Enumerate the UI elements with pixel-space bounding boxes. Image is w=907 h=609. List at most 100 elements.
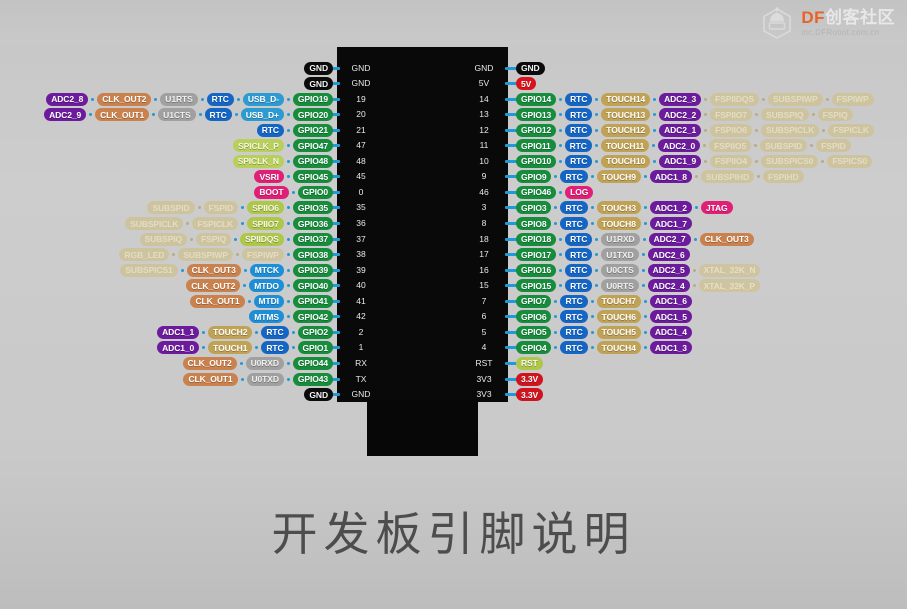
pin-function-pill[interactable]: FSPIIDQS (710, 92, 759, 106)
pin-function-pill[interactable]: MTCK (249, 263, 284, 277)
pin-function-pill[interactable]: U0CTS (601, 263, 639, 277)
pin-function-pill[interactable]: GPIO1 (297, 341, 333, 355)
pin-function-pill[interactable]: JTAG (700, 201, 733, 215)
pin-function-pill[interactable]: TOUCH2 (208, 325, 253, 339)
pin-function-pill[interactable]: GPIO45 (292, 170, 333, 184)
pin-function-pill[interactable]: FSPIIO4 (710, 154, 753, 168)
pin-function-pill[interactable]: TOUCH14 (601, 92, 651, 106)
pin-function-pill[interactable]: ADC2_3 (659, 92, 702, 106)
pin-function-pill[interactable]: GPIO35 (292, 201, 333, 215)
pin-function-pill[interactable]: RTC (256, 123, 284, 137)
pin-function-pill[interactable]: U0TXD (246, 372, 284, 386)
pin-function-pill[interactable]: RTC (206, 92, 234, 106)
pin-function-pill[interactable]: FSPID (816, 139, 851, 153)
pin-function-pill[interactable]: GPIO5 (516, 325, 552, 339)
pin-function-pill[interactable]: GPIO14 (516, 92, 557, 106)
pin-function-pill[interactable]: GPIO19 (292, 92, 333, 106)
pin-function-pill[interactable]: RTC (560, 170, 588, 184)
pin-function-pill[interactable]: RTC (565, 232, 593, 246)
pin-function-pill[interactable]: BOOT (254, 185, 289, 199)
pin-function-pill[interactable]: ADC1_4 (649, 325, 692, 339)
pin-function-pill[interactable]: VSRI (254, 170, 284, 184)
pin-function-pill[interactable]: MTDI (253, 294, 284, 308)
pin-function-pill[interactable]: 3.3V (516, 372, 544, 386)
pin-function-pill[interactable]: GPIO3 (516, 201, 552, 215)
pin-function-pill[interactable]: GPIO11 (516, 139, 556, 153)
pin-function-pill[interactable]: SUBSPICLK (761, 123, 820, 137)
pin-function-pill[interactable]: GPIO15 (516, 279, 557, 293)
pin-function-pill[interactable]: U0RTS (601, 279, 639, 293)
pin-function-pill[interactable]: RTC (565, 248, 593, 262)
pin-function-pill[interactable]: ADC1_7 (649, 217, 692, 230)
pin-function-pill[interactable]: RGB_LED (119, 248, 170, 262)
pin-function-pill[interactable]: GPIO6 (516, 310, 552, 324)
pin-function-pill[interactable]: U1CTS (158, 108, 196, 122)
pin-function-pill[interactable]: FSPIIO5 (709, 139, 752, 153)
pin-function-pill[interactable]: GPIO38 (292, 248, 333, 262)
pin-function-pill[interactable]: GPIO2 (297, 325, 333, 339)
pin-function-pill[interactable]: ADC1_3 (649, 341, 692, 355)
pin-function-pill[interactable]: GPIO42 (292, 310, 333, 324)
pin-function-pill[interactable]: FSPIWP (241, 248, 284, 262)
pin-function-pill[interactable]: RTC (204, 108, 232, 122)
pin-function-pill[interactable]: TOUCH13 (601, 108, 651, 122)
pin-function-pill[interactable]: RTC (261, 341, 289, 355)
pin-function-pill[interactable]: RTC (564, 139, 592, 153)
pin-function-pill[interactable]: ADC1_6 (649, 294, 692, 308)
pin-function-pill[interactable]: SPIIDQS (240, 232, 284, 246)
pin-function-pill[interactable]: TOUCH11 (600, 139, 650, 153)
pin-function-pill[interactable]: SPIIO6 (247, 201, 284, 215)
pin-function-pill[interactable]: GPIO0 (297, 185, 333, 199)
pin-function-pill[interactable]: RST (516, 356, 543, 370)
pin-function-pill[interactable]: CLK_OUT2 (186, 279, 241, 293)
pin-function-pill[interactable]: RTC (565, 92, 593, 106)
pin-function-pill[interactable]: CLK_OUT3 (699, 232, 754, 246)
pin-function-pill[interactable]: SUBSPICS1 (120, 263, 178, 277)
pin-function-pill[interactable]: LOG (565, 185, 594, 199)
pin-function-pill[interactable]: CLK_OUT2 (182, 356, 237, 370)
pin-function-pill[interactable]: FSPICS0 (827, 154, 873, 168)
pin-function-pill[interactable]: ADC2_7 (648, 232, 691, 246)
pin-function-pill[interactable]: RTC (560, 201, 588, 215)
pin-function-pill[interactable]: ADC2_0 (658, 139, 701, 153)
pin-function-pill[interactable]: FSPIIO7 (710, 108, 753, 122)
pin-function-pill[interactable]: GPIO43 (292, 372, 333, 386)
pin-function-pill[interactable]: GPIO46 (516, 185, 557, 199)
pin-function-pill[interactable]: TOUCH5 (596, 325, 641, 339)
pin-function-pill[interactable]: GPIO13 (516, 108, 557, 122)
pin-function-pill[interactable]: CLK_OUT1 (95, 108, 150, 122)
pin-function-pill[interactable]: TOUCH4 (596, 341, 641, 355)
pin-function-pill[interactable]: FSPIWP (831, 92, 874, 106)
pin-function-pill[interactable]: GND (516, 61, 545, 75)
pin-function-pill[interactable]: SUBSPID (760, 139, 808, 153)
pin-function-pill[interactable]: ADC2_9 (44, 108, 87, 122)
pin-function-pill[interactable]: RTC (565, 279, 593, 293)
pin-function-pill[interactable]: MTDO (249, 279, 284, 293)
pin-function-pill[interactable]: GPIO4 (516, 341, 552, 355)
pin-function-pill[interactable]: RTC (560, 310, 588, 324)
pin-function-pill[interactable]: ADC2_4 (647, 279, 690, 293)
pin-function-pill[interactable]: GPIO36 (292, 217, 333, 230)
pin-function-pill[interactable]: GPIO37 (292, 232, 333, 246)
pin-function-pill[interactable]: SUBSPICLK (125, 217, 184, 230)
pin-function-pill[interactable]: RTC (560, 217, 588, 230)
pin-function-pill[interactable]: XTAL_32K_P (698, 279, 760, 293)
pin-function-pill[interactable]: ADC2_5 (647, 263, 690, 277)
pin-function-pill[interactable]: XTAL_32K_N (698, 263, 761, 277)
pin-function-pill[interactable]: SUBSPIQ (761, 108, 809, 122)
pin-function-pill[interactable]: CLK_OUT3 (186, 263, 241, 277)
pin-function-pill[interactable]: SUBSPICS0 (761, 154, 819, 168)
pin-function-pill[interactable]: GPIO10 (516, 154, 557, 168)
pin-function-pill[interactable]: FSPIHD (762, 170, 804, 184)
pin-function-pill[interactable]: CLK_OUT1 (190, 294, 245, 308)
pin-function-pill[interactable]: U0RXD (245, 356, 284, 370)
pin-function-pill[interactable]: USB_D+ (240, 108, 284, 122)
pin-function-pill[interactable]: GPIO8 (516, 217, 552, 230)
pin-function-pill[interactable]: SUBSPIQ (139, 232, 188, 246)
pin-function-pill[interactable]: RTC (565, 123, 593, 137)
pin-function-pill[interactable]: SUBSPIWP (178, 248, 233, 262)
pin-function-pill[interactable]: RTC (560, 294, 588, 308)
pin-function-pill[interactable]: GND (304, 388, 333, 402)
pin-function-pill[interactable]: ADC1_5 (649, 310, 692, 324)
pin-function-pill[interactable]: RTC (565, 108, 593, 122)
